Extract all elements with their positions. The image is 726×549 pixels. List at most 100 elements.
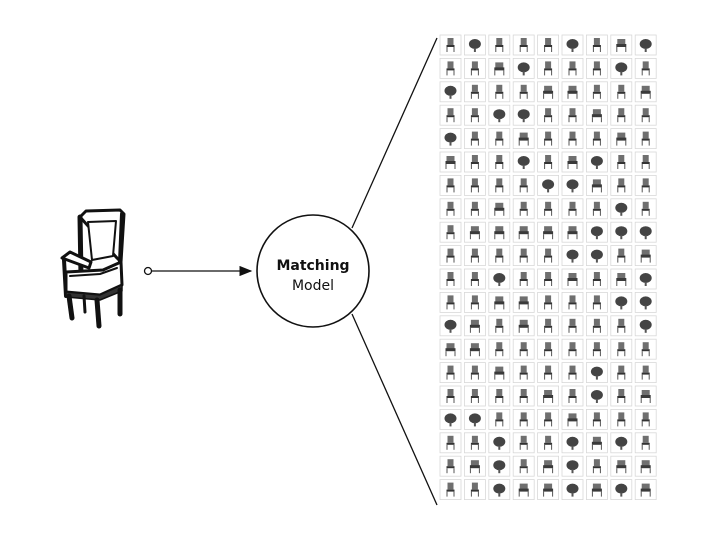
chair-thumbnail [463, 362, 486, 384]
chair-thumbnail-icon [590, 226, 603, 240]
chair-thumbnail [634, 128, 657, 150]
chair-thumbnail [439, 174, 462, 196]
chair-thumbnail-icon [640, 85, 651, 99]
chair-thumbnail-icon [641, 61, 650, 76]
chair-thumbnail [537, 362, 559, 384]
chair-thumbnail-icon [446, 389, 455, 403]
chair-thumbnail [586, 104, 608, 126]
chair-thumbnail-icon [544, 201, 553, 216]
chair-thumbnail [512, 338, 535, 360]
chair-thumbnail-icon [568, 342, 577, 357]
chair-thumbnail-icon [469, 343, 480, 357]
chair-thumbnail [610, 245, 633, 267]
chair-thumbnail-icon [639, 273, 652, 286]
chair-thumbnail [463, 432, 486, 454]
chair-thumbnail [488, 104, 511, 126]
chair-thumbnail-icon [519, 435, 528, 450]
chair-thumbnail [463, 128, 486, 150]
chair-thumbnail [537, 408, 559, 430]
chair-thumbnail-icon [494, 226, 505, 240]
chair-thumbnail-icon [446, 178, 455, 193]
chair-thumbnail [439, 221, 462, 243]
chair-thumbnail [512, 81, 535, 103]
chair-thumbnail [561, 81, 584, 103]
chair-thumbnail [586, 338, 608, 360]
chair-thumbnail [634, 268, 657, 290]
chair-thumbnail-icon [470, 201, 479, 216]
chair-thumbnail-icon [518, 226, 529, 240]
chair-thumbnail-icon [493, 109, 506, 123]
chair-thumbnail [537, 81, 559, 103]
chair-thumbnail-icon [566, 436, 579, 450]
chair-thumbnail-icon [567, 156, 578, 169]
chair-thumbnail [537, 315, 559, 337]
chair-thumbnail-icon [470, 84, 479, 99]
chair-thumbnail-icon [518, 132, 529, 146]
chair-thumbnail-icon [568, 318, 577, 333]
chair-thumbnail [610, 385, 633, 407]
chair-thumbnail-icon [592, 131, 601, 146]
chair-thumbnail-icon [591, 483, 602, 497]
chair-thumbnail-icon [615, 483, 628, 497]
chair-thumbnail [634, 151, 657, 173]
chair-thumbnail-icon [617, 155, 626, 169]
chair-thumbnail [512, 291, 535, 313]
chair-thumbnail [537, 34, 559, 56]
chair-thumbnail [610, 362, 633, 384]
chair-thumbnail-icon [519, 365, 528, 380]
chair-thumbnail [463, 174, 486, 196]
chair-thumbnail-icon [494, 296, 505, 310]
chair-thumbnail [488, 151, 511, 173]
chair-thumbnail [586, 245, 608, 267]
chair-thumbnail [634, 221, 657, 243]
chair-thumbnail [610, 198, 633, 220]
chair-thumbnail [463, 104, 486, 126]
chair-thumbnail [537, 338, 559, 360]
chair-thumbnail-icon [446, 365, 455, 380]
chair-thumbnail-icon [641, 201, 650, 216]
chair-thumbnail [561, 268, 584, 290]
chair-thumbnail [463, 34, 486, 56]
chair-thumbnail [610, 151, 633, 173]
chair-thumbnail-icon [592, 318, 601, 333]
chair-thumbnail [634, 338, 657, 360]
chair-thumbnail-icon [568, 295, 577, 310]
chair-thumbnail-icon [446, 61, 455, 76]
chair-thumbnail [488, 479, 511, 501]
chair-thumbnail-icon [617, 342, 626, 357]
chair-thumbnail-icon [493, 483, 506, 497]
chair-thumbnail-icon [519, 412, 528, 427]
chair-thumbnail [488, 315, 511, 337]
input-connector-dot [143, 266, 153, 276]
chair-thumbnail-icon [544, 295, 553, 310]
chair-thumbnail-icon [446, 201, 455, 216]
fan-line-top [351, 37, 438, 229]
chair-thumbnail-icon [470, 178, 479, 193]
chair-thumbnail-icon [519, 248, 528, 263]
chair-thumbnail [634, 455, 657, 477]
chair-thumbnail [512, 432, 535, 454]
chair-thumbnail-icon [542, 179, 555, 193]
chair-thumbnail [561, 34, 584, 56]
chair-thumbnail [512, 408, 535, 430]
chair-thumbnail-icon [617, 389, 626, 403]
chair-thumbnail-icon [566, 483, 579, 497]
chair-thumbnail [610, 268, 633, 290]
chair-thumbnail-icon [517, 109, 530, 123]
chair-thumbnail-icon [592, 342, 601, 357]
chair-thumbnail [512, 315, 535, 337]
chair-thumbnail-icon [469, 460, 480, 474]
chair-thumbnail-icon [494, 202, 505, 216]
chair-thumbnail [439, 128, 462, 150]
chair-thumbnail [512, 174, 535, 196]
chair-thumbnail [463, 385, 486, 407]
chair-thumbnail [512, 221, 535, 243]
chair-thumbnail-icon [566, 179, 579, 193]
chair-thumbnail [488, 58, 511, 79]
chair-thumbnail-icon [444, 85, 457, 99]
chair-thumbnail-icon [543, 390, 554, 403]
chair-thumbnail [634, 315, 657, 337]
chair-thumbnail [634, 291, 657, 313]
chair-thumbnail [586, 221, 608, 243]
